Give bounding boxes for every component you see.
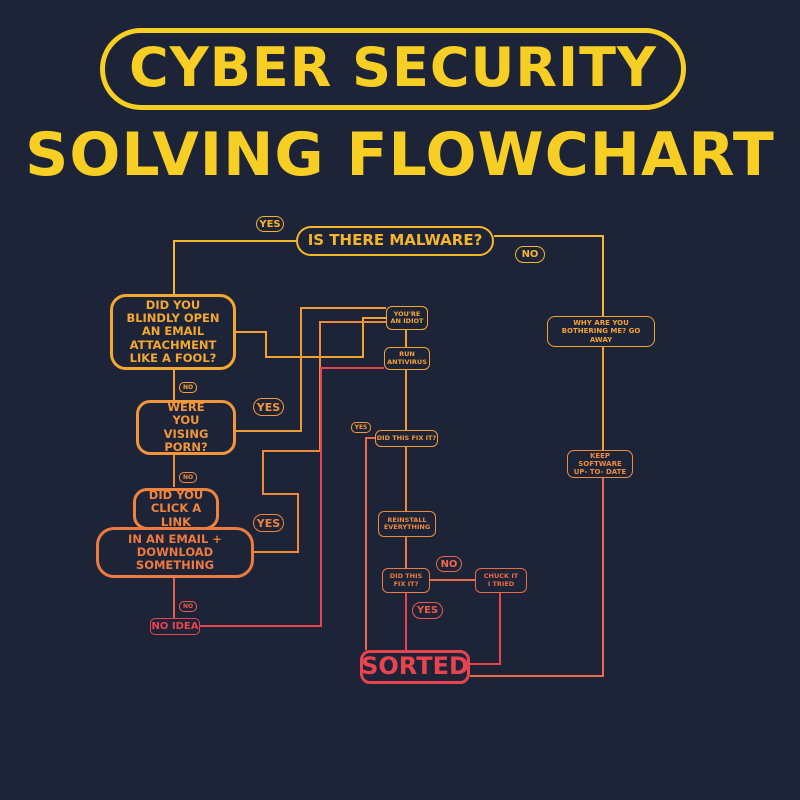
edge-chuck-sorted: [470, 593, 501, 665]
edge-fix1-sorted: [365, 437, 375, 650]
node-porn: WERE YOU VISING PORN?: [136, 400, 236, 455]
label-fix2-yes: YES: [412, 602, 443, 619]
edge-porn-idiot: [236, 307, 386, 432]
edge-attachment-idiot: [236, 317, 386, 358]
node-chuck: CHUCK IT I TRIED: [475, 568, 527, 593]
label-malware-yes: YES: [256, 216, 284, 232]
node-update: KEEP SOFTWARE UP- TO- DATE: [567, 450, 633, 478]
node-fix2: DID THIS FIX IT?: [382, 568, 430, 593]
node-no-idea: NO IDEA: [150, 618, 200, 635]
node-download: IN AN EMAIL + DOWNLOAD SOMETHING: [96, 527, 254, 578]
label-fix2-no: NO: [436, 556, 462, 572]
edge-noidea-antivirus: [200, 367, 384, 627]
edge-link-antivirus: [254, 321, 386, 553]
title-line-2: SOLVING FLOWCHART: [25, 120, 775, 190]
node-bothering: WHY ARE YOU BOTHERING ME? GO AWAY: [547, 316, 655, 347]
label-porn-yes: YES: [253, 398, 284, 416]
title-line-1: CYBER SECURITY: [100, 28, 686, 110]
node-fix1: DID THIS FIX IT?: [375, 430, 438, 447]
node-malware: IS THERE MALWARE?: [296, 226, 494, 256]
label-porn-no: NO: [179, 472, 197, 483]
edge-malware-no: [494, 235, 604, 316]
node-antivirus: RUN ANTIVIRUS: [384, 347, 430, 370]
label-malware-no: NO: [515, 246, 545, 263]
label-link-no: NO: [179, 601, 197, 612]
node-click-link: DID YOU CLICK A LINK: [133, 488, 219, 530]
node-reinstall: REINSTALL EVERYTHING: [378, 511, 436, 537]
edge-malware-yes: [173, 240, 296, 294]
node-sorted: SORTED: [360, 650, 470, 684]
label-fix1-yes: YES: [351, 422, 371, 433]
node-idiot: YOU'RE AN IDIOT: [386, 306, 428, 330]
label-attachment-no: NO: [179, 382, 197, 393]
edge-update-sorted: [470, 478, 604, 677]
node-email-attachment: DID YOU BLINDLY OPEN AN EMAIL ATTACHMENT…: [110, 294, 236, 370]
label-link-yes: YES: [253, 514, 284, 532]
